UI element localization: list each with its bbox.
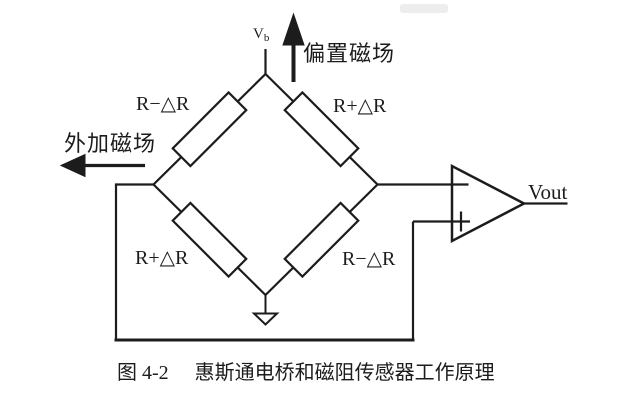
- supply-voltage-main: V: [253, 26, 264, 42]
- bias-field-label: 偏置磁场: [303, 41, 396, 66]
- supply-voltage-label: Vb: [253, 26, 270, 45]
- ground-icon: [251, 295, 280, 326]
- resistor-top-left-label: R−△R: [136, 93, 190, 115]
- left-arrow-icon: [59, 153, 145, 178]
- figure-caption-title: 惠斯通电桥和磁阻传感器工作原理: [194, 362, 495, 384]
- left-wire: [114, 183, 154, 340]
- resistor-bottom-left: [171, 201, 248, 279]
- resistor-bottom-right: [283, 201, 360, 279]
- resistor-bottom-left-label: R+△R: [135, 247, 189, 269]
- resistor-top-left: [171, 90, 248, 168]
- up-arrow-icon: [282, 12, 305, 82]
- scan-artifact: [400, 4, 448, 13]
- supply-voltage-subscript: b: [263, 32, 270, 44]
- applied-field-label: 外加磁场: [64, 131, 157, 156]
- figure-caption: 图 4-2 惠斯通电桥和磁阻传感器工作原理: [117, 361, 495, 385]
- output-voltage-label: Vout: [528, 180, 568, 204]
- resistor-top-right-label: R+△R: [333, 95, 387, 117]
- wiring: [114, 183, 568, 342]
- figure-caption-number: 图 4-2: [117, 362, 169, 384]
- op-amp-triangle: [450, 163, 527, 244]
- resistor-bottom-right-label: R−△R: [342, 248, 396, 270]
- resistor-top-right: [283, 90, 360, 168]
